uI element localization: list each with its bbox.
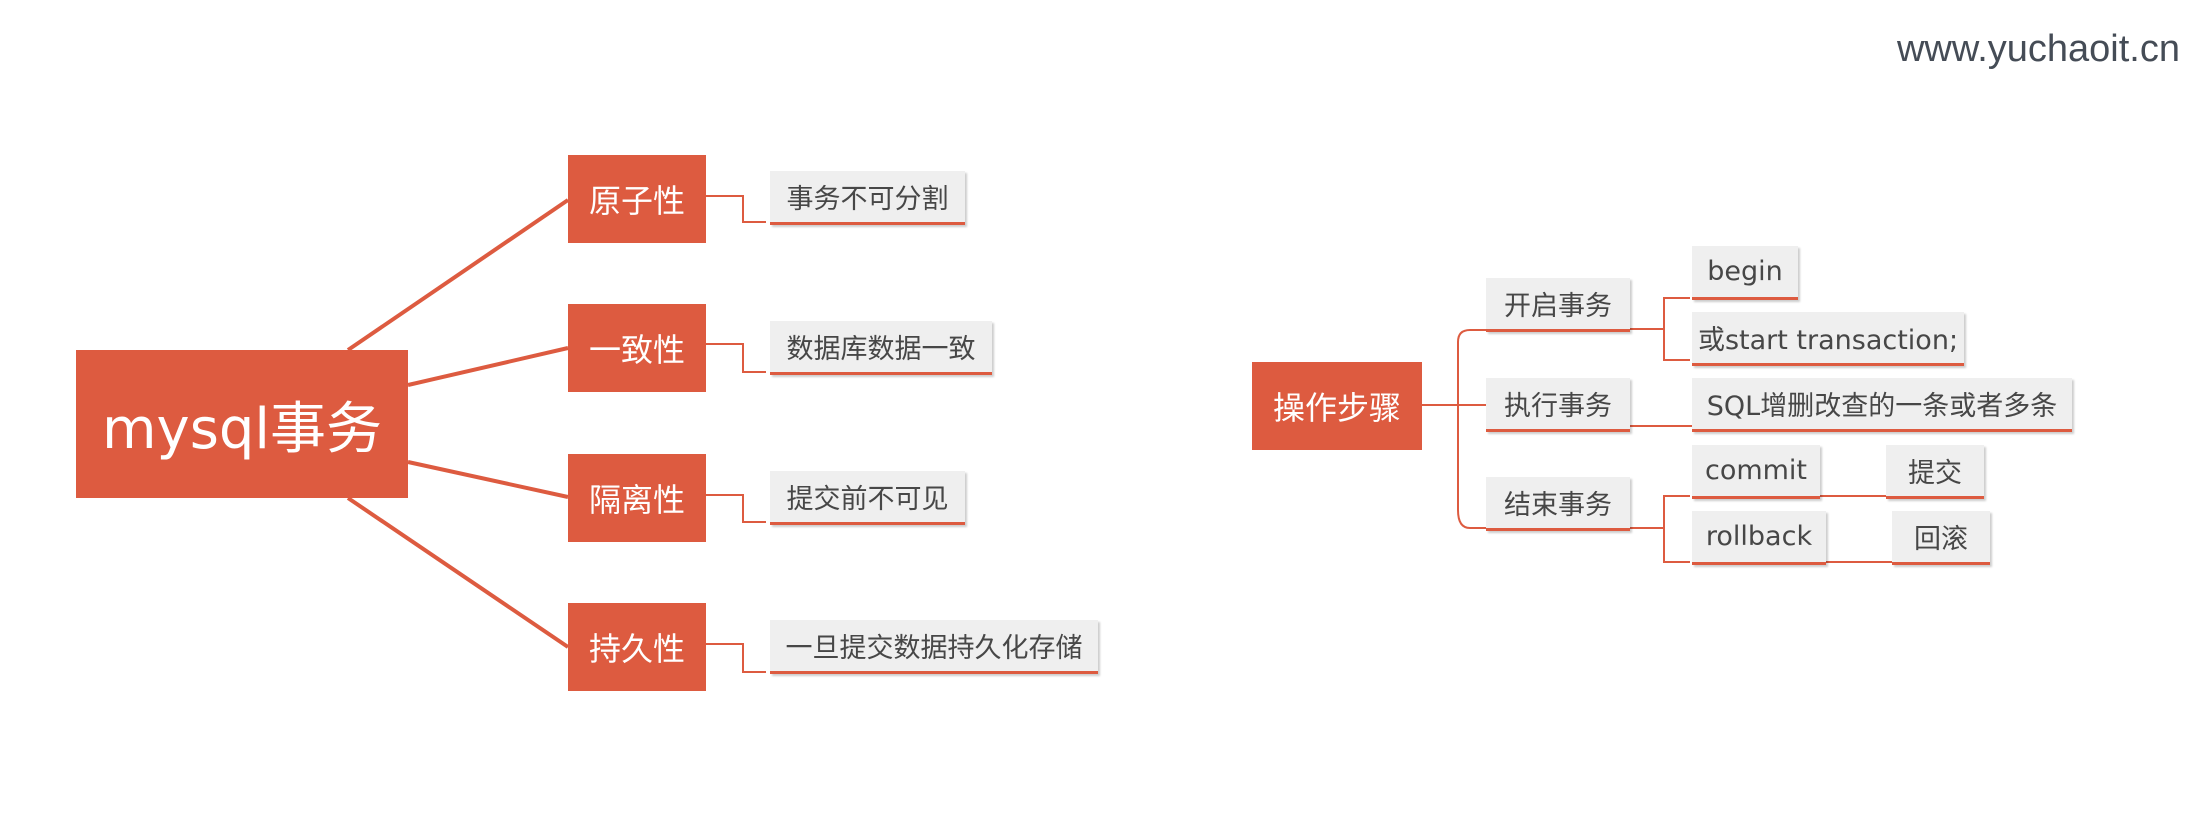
site-watermark: www.yuchaoit.cn xyxy=(1896,28,2180,70)
leaf-sql-statements: SQL增删改查的一条或者多条 xyxy=(1692,378,2072,432)
mysql-transaction-root: mysql事务 xyxy=(76,350,408,498)
connector-root-isolation xyxy=(407,460,569,499)
leaf-durability-detail: 一旦提交数据持久化存储 xyxy=(770,620,1098,674)
operation-steps-root: 操作步骤 xyxy=(1252,362,1422,450)
connector-begin-children xyxy=(1630,297,1690,361)
branch-execute-transaction: 执行事务 xyxy=(1486,378,1630,432)
leaf-rollback-note: 回滚 xyxy=(1892,511,1990,565)
connector-steps-branches xyxy=(1422,329,1486,529)
branch-begin-transaction: 开启事务 xyxy=(1486,278,1630,332)
topic-isolation: 隔离性 xyxy=(568,454,706,542)
connector-root-consistency xyxy=(407,346,569,387)
leaf-commit-note: 提交 xyxy=(1886,445,1984,499)
branch-end-transaction: 结束事务 xyxy=(1486,477,1630,531)
leaf-commit: commit xyxy=(1692,445,1820,499)
topic-durability: 持久性 xyxy=(568,603,706,691)
connector-consistency-leaf xyxy=(706,343,766,373)
leaf-start-transaction: 或start transaction; xyxy=(1692,312,1964,366)
connector-durability-leaf xyxy=(706,643,766,673)
topic-atomicity: 原子性 xyxy=(568,155,706,243)
topic-consistency: 一致性 xyxy=(568,304,706,392)
connector-root-atomicity xyxy=(346,198,570,352)
leaf-isolation-detail: 提交前不可见 xyxy=(770,471,965,525)
connector-atomicity-leaf xyxy=(706,195,766,223)
leaf-begin: begin xyxy=(1692,246,1798,300)
connector-root-durability xyxy=(346,496,570,649)
connector-isolation-leaf xyxy=(706,494,766,523)
leaf-rollback: rollback xyxy=(1692,511,1826,565)
connector-end-children xyxy=(1630,495,1690,563)
leaf-atomicity-detail: 事务不可分割 xyxy=(770,171,965,225)
leaf-consistency-detail: 数据库数据一致 xyxy=(770,321,992,375)
